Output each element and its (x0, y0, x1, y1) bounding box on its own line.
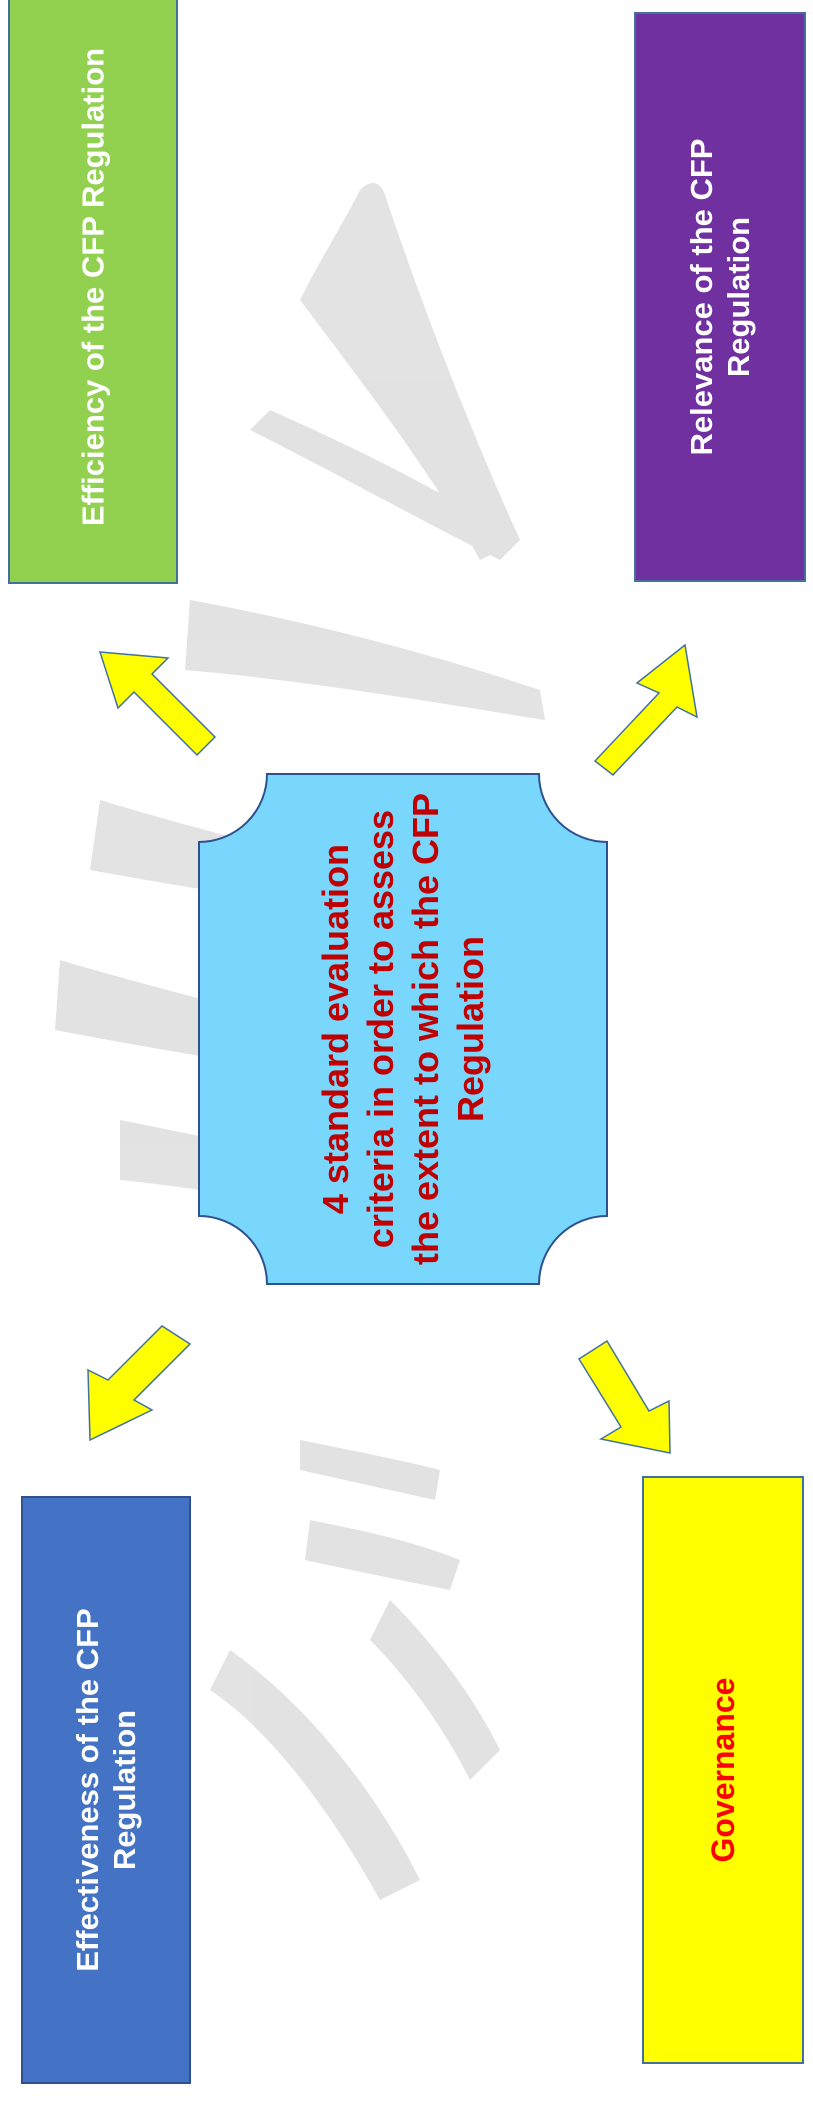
arrow-to-governance (575, 1335, 680, 1465)
center-label: 4 standard evaluation criteria in order … (313, 779, 493, 1279)
arrow-to-relevance (585, 635, 715, 780)
governance-label: Governance (704, 1520, 742, 2020)
efficiency-label: Efficiency of the CFP Regulation (74, 0, 111, 577)
arrow-to-effectiveness (80, 1320, 200, 1455)
relevance-box: Relevance of the CFP Regulation (634, 12, 806, 582)
governance-box: Governance (642, 1476, 804, 2064)
arrow-to-efficiency (90, 640, 230, 780)
efficiency-box: Efficiency of the CFP Regulation (8, 0, 178, 584)
relevance-label: Relevance of the CFP Regulation (683, 132, 757, 462)
effectiveness-label: Effectiveness of the CFP Regulation (69, 1590, 143, 1990)
effectiveness-box: Effectiveness of the CFP Regulation (21, 1496, 191, 2084)
